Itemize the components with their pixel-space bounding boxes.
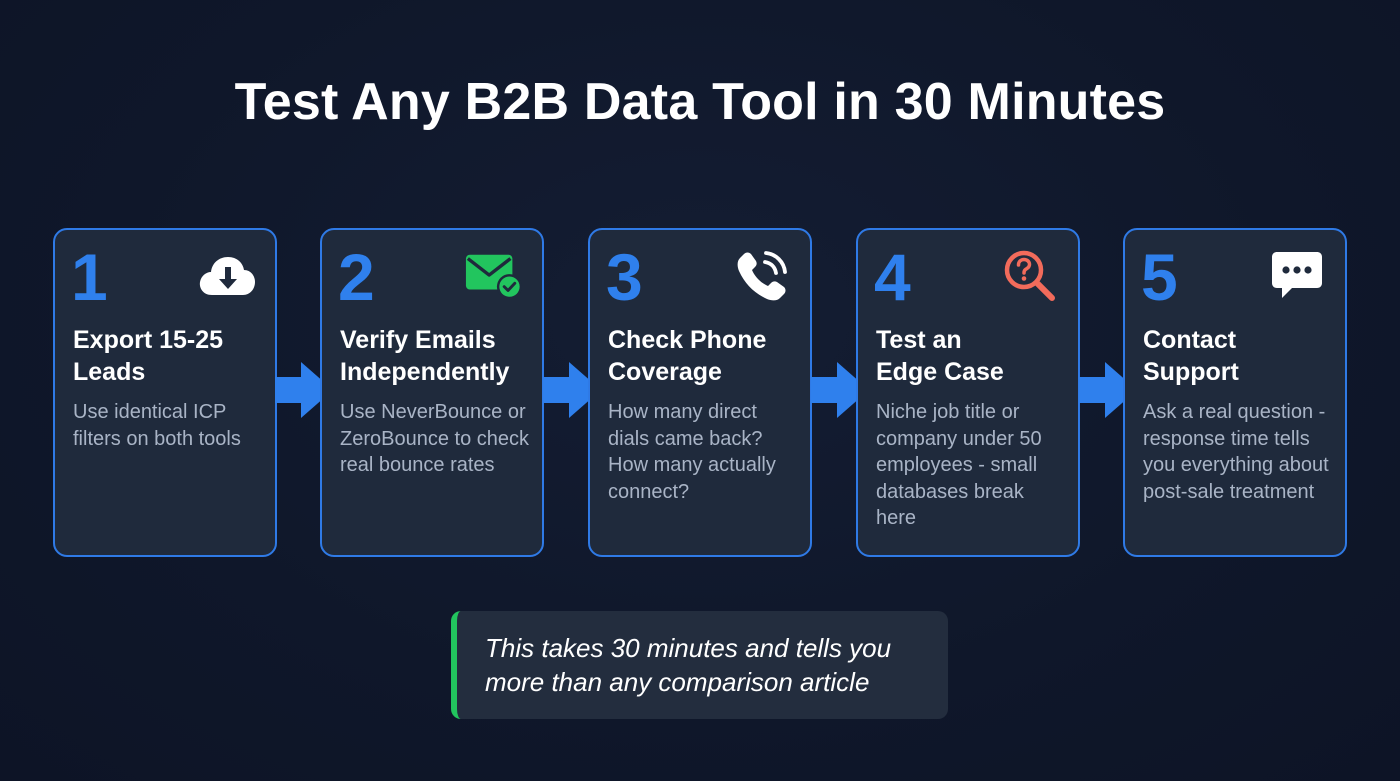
step-heading-line2: Edge Case <box>876 358 1004 386</box>
step-card-2: 2 Verify Emails Independently Use NeverB… <box>320 228 544 557</box>
step-card-1: 1 Export 15-25 Leads Use identical ICP f… <box>53 228 277 557</box>
chat-bubble-icon <box>1267 250 1327 302</box>
step-heading-line2: Support <box>1143 358 1239 386</box>
step-card-3: 3 Check Phone Coverage How many direct d… <box>588 228 812 557</box>
step-heading-line1: Export 15-25 <box>73 326 224 354</box>
callout-text: This takes 30 minutes and tells you more… <box>485 633 892 697</box>
cloud-download-icon <box>197 250 257 302</box>
step-card-4: 4 Test an Edge Case Niche job title or c… <box>856 228 1080 557</box>
step-description: Use NeverBounce or ZeroBounce to check r… <box>340 401 529 476</box>
phone-ringing-icon <box>732 250 792 302</box>
step-description: Ask a real question - response time tell… <box>1143 401 1329 503</box>
arrow-right-icon <box>543 362 601 418</box>
search-question-icon <box>1000 250 1060 302</box>
page-title: Test Any B2B Data Tool in 30 Minutes <box>234 73 1166 131</box>
step-description: Niche job title or company under 50 empl… <box>876 401 1042 529</box>
step-description: Use identical ICP filters on both tools <box>73 401 241 450</box>
step-heading-line1: Verify Emails <box>340 326 496 354</box>
email-check-icon <box>464 250 524 302</box>
arrow-right-icon <box>1079 362 1137 418</box>
step-heading-line1: Contact <box>1143 326 1237 354</box>
step-heading-line1: Check Phone <box>608 326 767 354</box>
step-number: 1 <box>71 240 108 314</box>
step-number: 5 <box>1141 240 1178 314</box>
step-heading-line2: Independently <box>340 358 510 386</box>
step-heading: Verify Emails Independently <box>340 324 532 388</box>
step-number: 4 <box>874 240 911 314</box>
step-description: How many direct dials came back? How man… <box>608 401 776 503</box>
callout-box: This takes 30 minutes and tells you more… <box>451 611 948 719</box>
arrow-right-icon <box>275 362 333 418</box>
step-card-5: 5 Contact Support Ask a real question - … <box>1123 228 1347 557</box>
step-heading-line2: Coverage <box>608 358 722 386</box>
step-heading: Test an Edge Case <box>876 324 1068 388</box>
step-number: 3 <box>606 240 643 314</box>
step-heading-line1: Test an <box>876 326 962 354</box>
step-heading: Export 15-25 Leads <box>73 324 265 388</box>
step-heading: Contact Support <box>1143 324 1335 388</box>
step-heading-line2: Leads <box>73 358 146 386</box>
step-heading: Check Phone Coverage <box>608 324 800 388</box>
arrow-right-icon <box>811 362 869 418</box>
step-number: 2 <box>338 240 375 314</box>
